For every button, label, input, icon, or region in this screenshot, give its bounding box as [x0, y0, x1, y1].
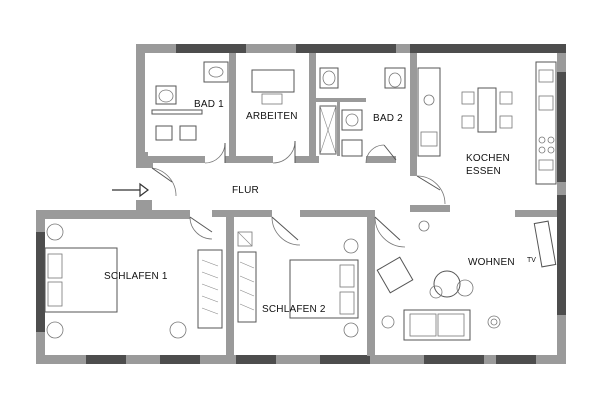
outer-walls — [36, 44, 566, 364]
bad2-fixtures — [319, 67, 406, 157]
room-label-kochen: KOCHEN — [466, 153, 510, 164]
room-label-arbeiten: ARBEITEN — [246, 111, 298, 122]
tv-label: TV — [527, 257, 536, 264]
room-label-essen: ESSEN — [466, 166, 501, 177]
room-label-bad1: BAD 1 — [194, 99, 224, 110]
arbeiten-desk — [251, 69, 295, 105]
room-label-schlafen2: SCHLAFEN 2 — [262, 304, 326, 315]
windows — [36, 44, 566, 364]
doors — [151, 140, 446, 248]
room-label-wohnen: WOHNEN — [468, 257, 515, 268]
arrow-right-icon — [112, 182, 149, 198]
inner-walls — [145, 53, 557, 356]
kitchen-fixtures — [417, 61, 557, 185]
room-label-flur: FLUR — [232, 185, 259, 196]
schlafen1-furniture — [44, 223, 223, 339]
room-label-bad2: BAD 2 — [373, 113, 403, 124]
schlafen2-furniture — [237, 231, 359, 338]
room-label-schlafen1: SCHLAFEN 1 — [104, 271, 168, 282]
bad1-fixtures — [151, 61, 229, 141]
wohnen-furniture — [376, 220, 557, 341]
